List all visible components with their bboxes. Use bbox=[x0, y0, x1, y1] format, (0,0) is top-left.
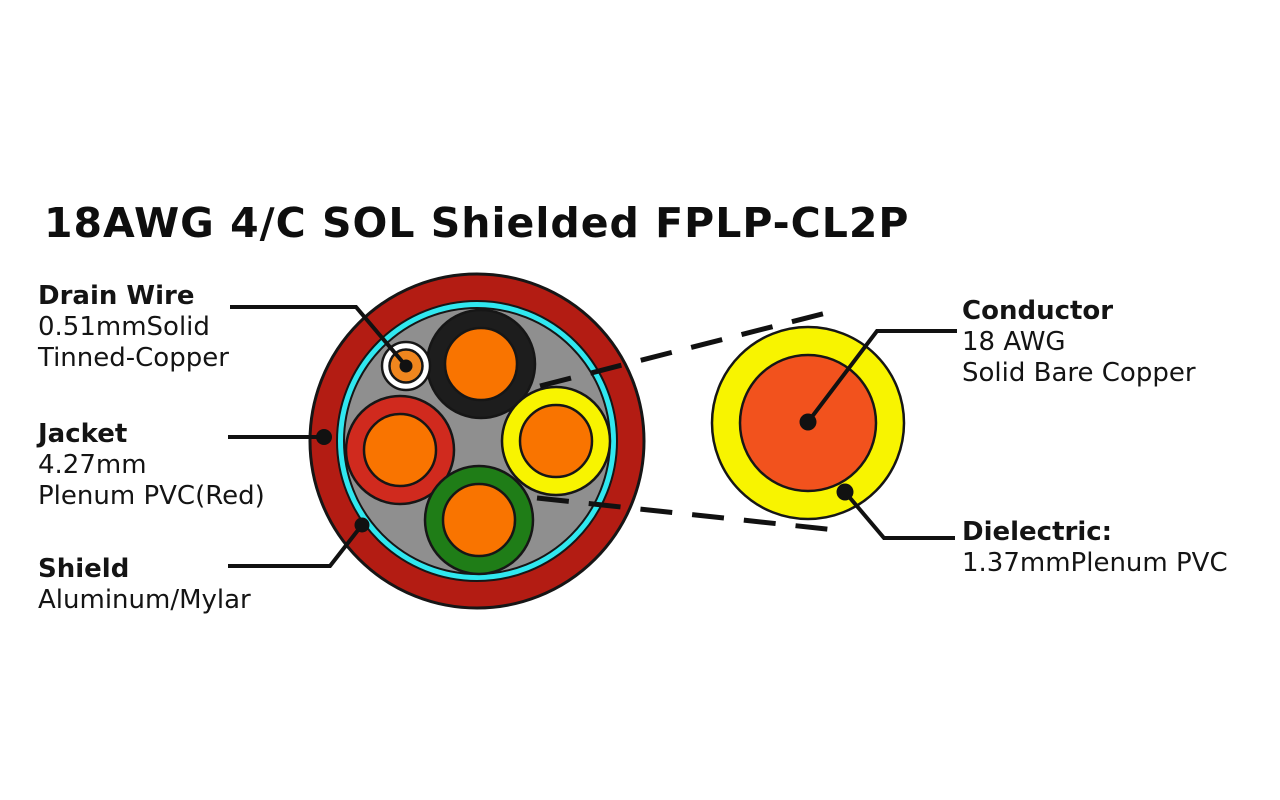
conductor-red-copper bbox=[362, 412, 438, 488]
dielectric-callout: Dielectric: 1.37mmPlenum PVC bbox=[962, 517, 1228, 579]
conductor-callout-spec: 18 AWG bbox=[962, 327, 1066, 357]
dielectric-callout-title: Dielectric: bbox=[962, 517, 1113, 547]
shield-callout: Shield Aluminum/Mylar bbox=[38, 554, 251, 616]
drain-wire-leader-dot bbox=[399, 359, 413, 373]
conductor-green-copper bbox=[441, 482, 517, 558]
drain-wire-leader-line bbox=[230, 305, 408, 368]
conductor-callout-title: Conductor bbox=[962, 296, 1114, 326]
jacket-callout-spec: Plenum PVC(Red) bbox=[38, 481, 265, 511]
conductor-callout-spec: Solid Bare Copper bbox=[962, 358, 1196, 388]
drain-wire-callout: Drain Wire 0.51mmSolid Tinned-Copper bbox=[38, 281, 229, 374]
conductor-callout: Conductor 18 AWG Solid Bare Copper bbox=[962, 296, 1196, 389]
jacket-callout-spec: 4.27mm bbox=[38, 450, 147, 480]
conductor-yellow-copper bbox=[518, 403, 594, 479]
drain-wire-callout-spec: Tinned-Copper bbox=[38, 343, 229, 373]
drain-wire-callout-title: Drain Wire bbox=[38, 281, 195, 311]
page-title: 18AWG 4/C SOL Shielded FPLP-CL2P bbox=[44, 199, 910, 247]
dielectric-leader-line bbox=[843, 490, 955, 540]
jacket-callout: Jacket 4.27mm Plenum PVC(Red) bbox=[38, 419, 265, 512]
jacket-leader-dot bbox=[316, 429, 332, 445]
shield-callout-spec: Aluminum/Mylar bbox=[38, 585, 251, 615]
shield-callout-title: Shield bbox=[38, 554, 130, 584]
shield-leader-dot bbox=[354, 517, 370, 533]
jacket-callout-title: Jacket bbox=[38, 419, 128, 449]
drain-wire-callout-spec: 0.51mmSolid bbox=[38, 312, 210, 342]
dielectric-leader-dot bbox=[836, 483, 854, 501]
conductor-leader-line bbox=[806, 329, 957, 424]
dielectric-callout-spec: 1.37mmPlenum PVC bbox=[962, 548, 1228, 578]
shield-leader-line bbox=[228, 523, 364, 568]
conductor-leader-dot bbox=[799, 413, 817, 431]
conductor-black-copper bbox=[443, 326, 519, 402]
